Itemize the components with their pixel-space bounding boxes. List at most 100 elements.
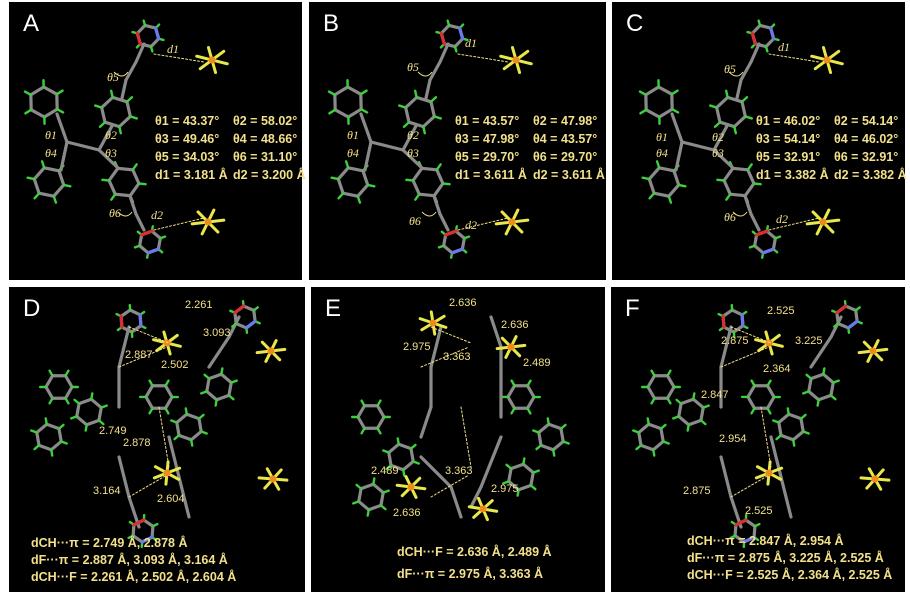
c-h-bond (505, 463, 513, 470)
phosphorus-atom (508, 218, 516, 226)
parameter-table: θ1 = 43.37°θ2 = 58.02° θ3 = 49.46°θ4 = 4… (155, 114, 306, 182)
theta1-label: θ1 (45, 128, 57, 142)
core-bond (97, 124, 114, 152)
o-bond (835, 304, 848, 315)
core-bond (97, 148, 120, 170)
d1-label: d1 (465, 36, 477, 50)
c-h-bond (650, 369, 656, 377)
c-h-bond (799, 413, 807, 420)
n-bond (458, 26, 465, 41)
c-h-bond (750, 379, 756, 387)
d1-contact (768, 53, 820, 63)
distance-label: 2.875 (721, 335, 749, 347)
panel-label: B (323, 10, 340, 37)
c-h-bond (766, 379, 772, 387)
contact-line (128, 326, 170, 344)
theta6-arc (732, 211, 748, 217)
phenyl-ring (35, 422, 63, 452)
n-bond (769, 26, 776, 41)
c-h-bond (648, 192, 656, 200)
theta3-label: θ3 (105, 146, 117, 160)
theta6-label: θ6 (409, 214, 421, 228)
panel-b: B θ5 d1 θ6 d2 θ1 θ4 θ2 θ3 θ1 = 43.57°θ2 … (309, 2, 606, 280)
theta6-arc (421, 211, 437, 217)
o-bond (139, 229, 154, 237)
n-bond (761, 247, 776, 255)
c-h-bond (766, 407, 772, 415)
distance-label: 3.363 (443, 351, 471, 363)
c-h-bond (422, 125, 427, 135)
c-h-bond (672, 415, 680, 420)
c-h-bond (666, 397, 672, 405)
c-h-bond (559, 423, 567, 430)
panel-label: E (325, 295, 342, 322)
c-h-bond (635, 444, 643, 451)
phosphorus-atom (407, 483, 415, 491)
c-h-bond (709, 104, 718, 109)
c-h-bond (170, 419, 179, 424)
theta2-label: θ2 (712, 130, 724, 144)
c-h-bond (133, 244, 141, 249)
distance-label: 2.636 (393, 507, 421, 519)
distance-label: 2.636 (501, 319, 529, 331)
phosphorus-atom (269, 475, 277, 483)
phosphorus-atom (507, 343, 515, 351)
molecule-a (23, 19, 229, 259)
c-h-bond (62, 183, 72, 188)
phenyl-ring (537, 422, 565, 452)
c-h-bond (366, 508, 370, 517)
distance-label: 3.164 (93, 485, 121, 497)
parameter-table: θ1 = 43.57°θ2 = 47.98° θ3 = 47.98°θ4 = 4… (455, 114, 605, 182)
c-h-bond (832, 379, 840, 384)
chain-bond (124, 60, 138, 82)
panel-label: A (23, 10, 40, 37)
c-h-bond (441, 182, 451, 186)
theta2-label: θ2 (407, 128, 419, 142)
core-bond (712, 124, 729, 152)
phenyl-ring (29, 85, 59, 119)
c-h-bond (356, 195, 362, 204)
chain-bond (432, 194, 442, 216)
core-bond (712, 148, 735, 170)
contact-line (720, 346, 770, 368)
distance-label: 2.489 (371, 465, 399, 477)
c-h-bond (801, 430, 810, 435)
c-h-bond (412, 460, 420, 465)
theta4-label: θ4 (347, 146, 359, 160)
phenyl-ring (44, 374, 74, 400)
o-bond (443, 229, 458, 237)
chain-bond (449, 485, 463, 519)
c-h-bond (746, 163, 753, 172)
contact-line (420, 346, 470, 368)
c-h-bond (433, 115, 442, 120)
o-bond (439, 31, 446, 46)
c-h-bond (650, 397, 656, 405)
c-h-bond (725, 192, 732, 201)
core-bond (55, 112, 69, 144)
panel-label: F (625, 295, 640, 322)
chain-bond (128, 194, 138, 216)
c-h-bond (164, 407, 170, 415)
c-h-bond (372, 477, 376, 486)
contact-line (430, 474, 470, 498)
c-h-bond (385, 464, 393, 471)
theta5-label: θ5 (107, 70, 119, 84)
o-bond (132, 518, 146, 527)
c-h-bond (64, 397, 70, 405)
c-h-bond (203, 373, 211, 380)
theta2-label: θ2 (105, 128, 117, 142)
c-h-bond (662, 440, 670, 445)
distance-label: 2.975 (403, 341, 431, 353)
c-h-bond (100, 404, 108, 409)
c-h-bond (70, 415, 78, 420)
c-h-bond (73, 398, 81, 405)
c-h-bond (516, 488, 520, 497)
c-h-bond (366, 183, 376, 188)
distance-label: 2.364 (763, 363, 791, 375)
theta5-arc (728, 71, 744, 77)
c-h-bond (360, 427, 366, 435)
n-bond (740, 313, 745, 328)
c-h-bond (110, 192, 117, 201)
c-h-bond (748, 244, 756, 249)
c-h-bond (48, 369, 54, 377)
